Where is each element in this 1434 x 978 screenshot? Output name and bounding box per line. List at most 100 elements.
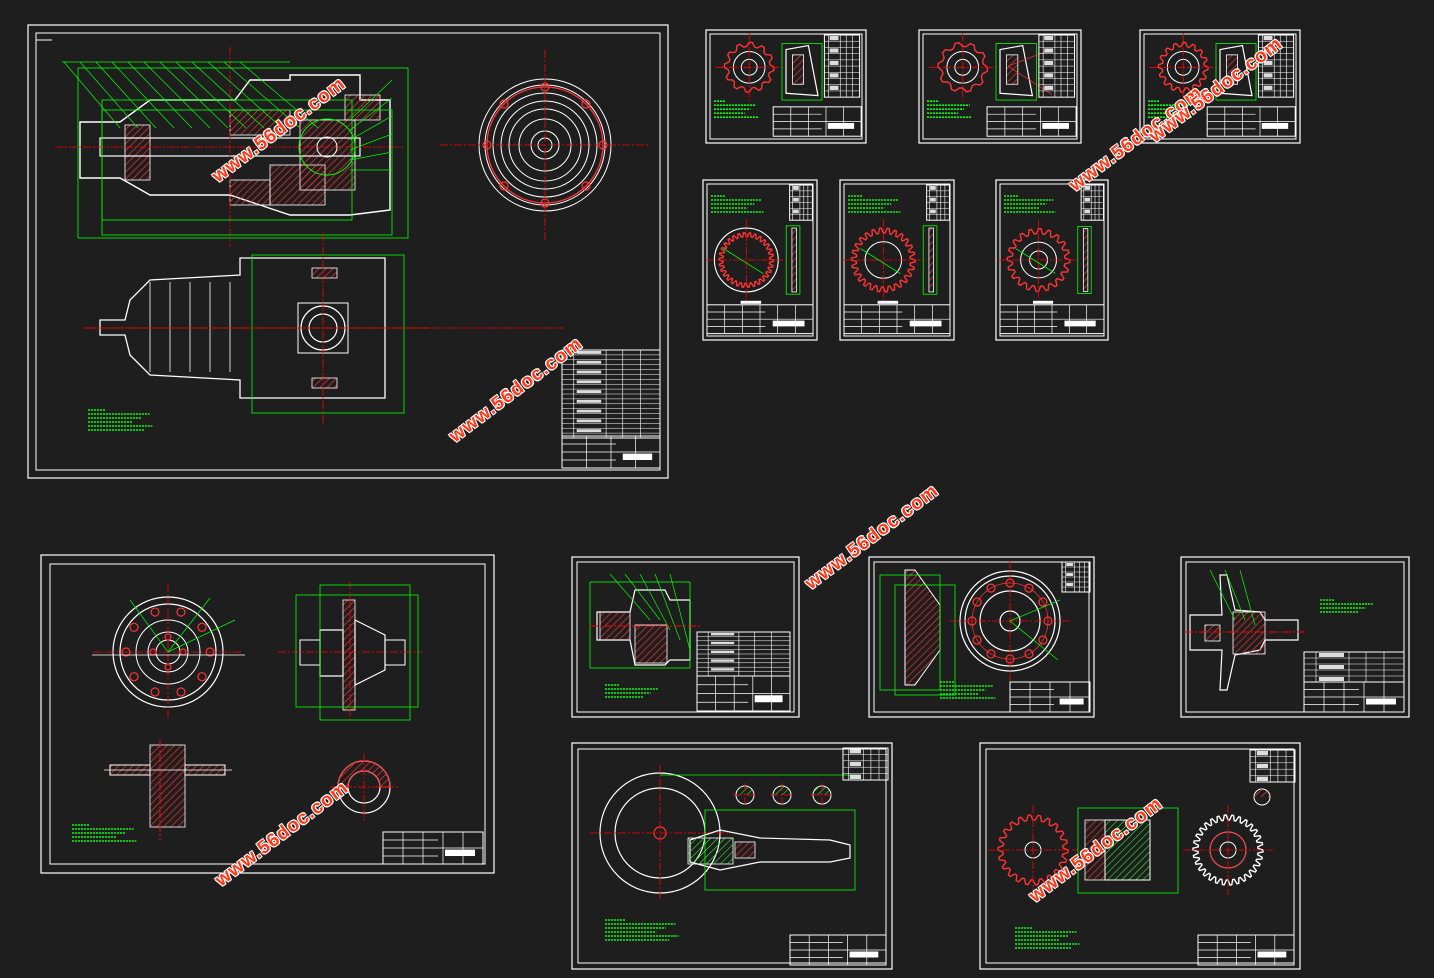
top-view xyxy=(83,233,563,423)
parts-list-table xyxy=(1303,651,1405,683)
drawing-stroke xyxy=(1084,209,1091,214)
drawing-stroke xyxy=(576,380,602,384)
technical-notes xyxy=(1148,100,1193,118)
side-profile xyxy=(1082,228,1089,292)
sheet-inner-border xyxy=(709,33,863,140)
section-hatch xyxy=(1204,624,1221,642)
section-hatch xyxy=(1226,54,1239,85)
leader-line xyxy=(143,61,211,129)
parts-list-table xyxy=(823,34,861,98)
gear-profile xyxy=(723,41,775,93)
drawing-stroke xyxy=(793,197,799,202)
technical-notes xyxy=(940,681,996,699)
title-block xyxy=(1206,106,1296,137)
section-hatch xyxy=(311,267,338,279)
sheet-outer-border xyxy=(918,29,1082,144)
drawing-number-box xyxy=(827,122,855,129)
parts-list-table xyxy=(789,184,813,221)
title-block xyxy=(1009,681,1091,713)
drawing-stroke xyxy=(1044,48,1054,53)
sheet-gear-small-1 xyxy=(705,29,867,144)
drawing-stroke xyxy=(1015,248,1056,274)
parts-list-table xyxy=(696,631,791,677)
bolt-hole xyxy=(499,99,509,109)
title-block xyxy=(789,934,887,966)
bolt-hole xyxy=(197,672,207,682)
technical-notes xyxy=(714,100,759,118)
sheet-outer-border xyxy=(979,742,1301,970)
leader-line xyxy=(609,573,651,621)
drawing-stroke xyxy=(1254,789,1270,797)
title-block xyxy=(382,831,484,865)
drawing-stroke xyxy=(829,48,839,53)
drawing-stroke xyxy=(1263,48,1273,53)
title-block xyxy=(1303,681,1405,713)
bolt-hole xyxy=(150,687,160,697)
drawing-stroke xyxy=(1044,60,1054,66)
drawing-stroke xyxy=(710,668,735,671)
title-block xyxy=(772,106,862,137)
dimension-line xyxy=(101,109,393,236)
drawing-stroke xyxy=(576,399,602,403)
leader-line xyxy=(111,61,175,129)
title-block xyxy=(1197,934,1295,966)
sheet-gear-pair xyxy=(979,742,1301,970)
sheet-outer-border xyxy=(995,179,1109,341)
drawing-number-box xyxy=(754,695,783,703)
drawing-stroke xyxy=(904,569,941,686)
section-hatch xyxy=(124,124,151,181)
gear-profile xyxy=(937,41,989,93)
sheet-gear-small-2 xyxy=(918,29,1082,144)
drawing-stroke xyxy=(576,429,602,433)
bolt-hole xyxy=(197,622,207,632)
drawing-stroke xyxy=(1219,44,1253,97)
drawing-stroke xyxy=(740,300,762,304)
sheet-bevel-flange xyxy=(868,556,1095,718)
leader-line xyxy=(1009,599,1061,622)
bolt-hole xyxy=(499,181,509,191)
drawing-stroke xyxy=(1249,749,1296,783)
drawing-stroke xyxy=(849,749,861,754)
dimension-line xyxy=(995,43,1037,101)
leader-line xyxy=(159,61,229,129)
side-profile xyxy=(791,227,797,293)
drawing-stroke xyxy=(1044,85,1054,90)
sheet-ring-gear-2 xyxy=(839,179,955,341)
parts-list-table xyxy=(1080,184,1105,221)
drawing-stroke xyxy=(1032,300,1054,304)
dimension-line xyxy=(781,43,823,101)
leader-line xyxy=(624,573,661,621)
bolt-hole xyxy=(1038,635,1048,645)
drawing-stroke xyxy=(785,44,819,97)
title-block xyxy=(561,435,661,469)
gear-profile xyxy=(1006,227,1071,293)
drawing-stroke xyxy=(1263,36,1273,41)
bolt-hole xyxy=(150,607,160,617)
drawing-stroke xyxy=(316,136,338,158)
drawing-number-box xyxy=(1257,951,1287,958)
leader-line xyxy=(639,573,671,631)
drawing-stroke xyxy=(299,639,321,666)
bolt-hole xyxy=(581,181,591,191)
drawing-stroke xyxy=(109,764,226,776)
technical-notes xyxy=(848,195,901,213)
drawing-number-box xyxy=(772,320,805,327)
drawing-stroke xyxy=(999,44,1034,97)
dimension-line xyxy=(879,574,941,691)
dimension-line xyxy=(1077,225,1092,294)
dimension-line xyxy=(251,254,405,414)
section-hatch xyxy=(1232,611,1266,655)
drawing-stroke xyxy=(576,409,602,413)
dimension-line xyxy=(295,594,419,708)
drawing-stroke xyxy=(1263,85,1273,90)
dimension-line xyxy=(589,581,691,669)
bolt-hole xyxy=(986,649,996,659)
bolt-hole xyxy=(129,672,139,682)
leader-line xyxy=(1209,569,1236,621)
drawing-stroke xyxy=(877,300,899,304)
drawing-stroke xyxy=(1319,677,1344,681)
sheet-inner-border xyxy=(922,33,1078,140)
sheet-outer-border xyxy=(1180,556,1410,718)
